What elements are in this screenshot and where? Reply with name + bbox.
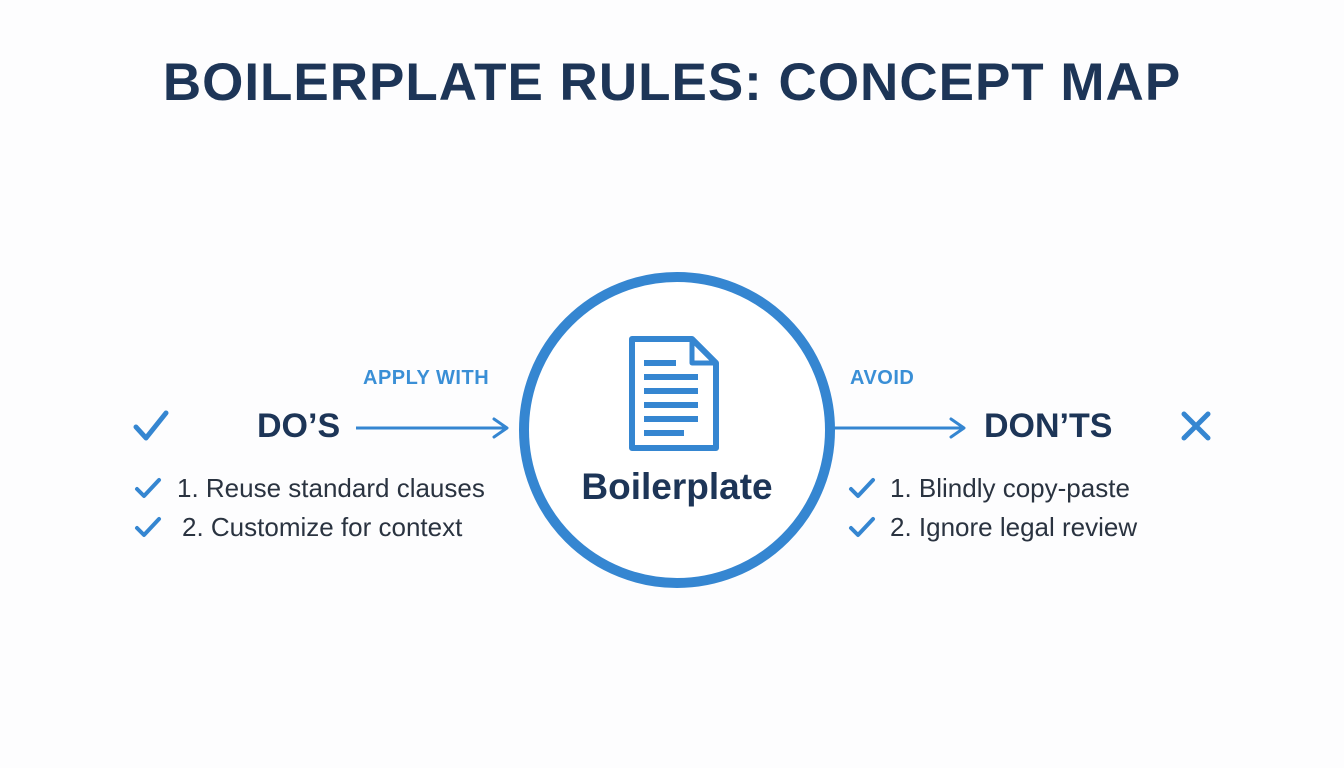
dos-item-1-text: 1. Reuse standard clauses bbox=[177, 472, 485, 503]
donts-x-icon bbox=[1181, 411, 1211, 441]
dos-check-icon bbox=[133, 410, 169, 441]
dos-heading: DO’S bbox=[257, 407, 341, 445]
arrow-center-to-donts bbox=[830, 417, 966, 439]
donts-item-1: 1. Blindly copy-paste bbox=[848, 473, 1130, 503]
document-icon bbox=[629, 336, 719, 451]
donts-item-2-text: 2. Ignore legal review bbox=[890, 511, 1138, 542]
donts-heading: DON’TS bbox=[984, 407, 1113, 445]
check-icon bbox=[135, 517, 161, 537]
check-icon bbox=[135, 478, 161, 498]
avoid-label: AVOID bbox=[850, 367, 915, 389]
donts-item-1-text: 1. Blindly copy-paste bbox=[890, 472, 1130, 503]
center-label: Boilerplate bbox=[581, 466, 773, 507]
dos-item-2-text: 2. Customize for context bbox=[182, 511, 463, 542]
dos-item-1: 1. Reuse standard clauses bbox=[134, 473, 485, 503]
page-title: BOILERPLATE RULES: CONCEPT MAP bbox=[162, 53, 1182, 112]
check-icon bbox=[849, 517, 875, 537]
donts-item-2: 2. Ignore legal review bbox=[848, 512, 1137, 542]
check-icon bbox=[849, 478, 875, 498]
apply-with-label: APPLY WITH bbox=[363, 367, 490, 389]
dos-item-2: 2. Customize for context bbox=[134, 512, 462, 542]
arrow-dos-to-center bbox=[356, 417, 509, 439]
